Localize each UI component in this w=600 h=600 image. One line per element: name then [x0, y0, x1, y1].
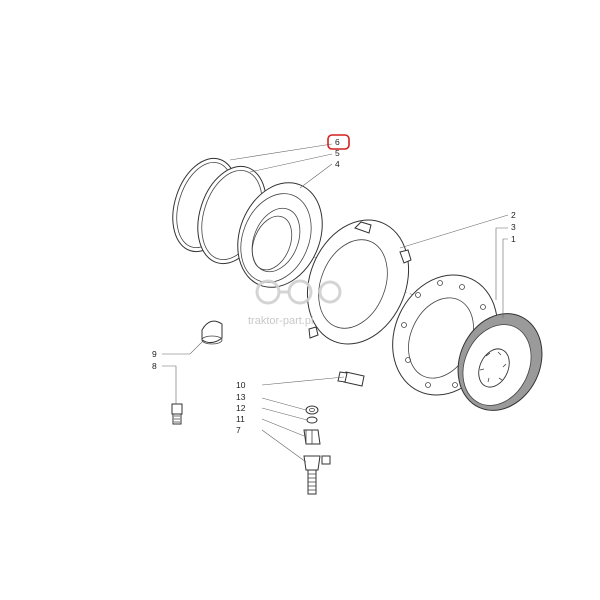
- part-13-washer: [305, 405, 319, 415]
- callout-9[interactable]: 9: [152, 349, 157, 359]
- leader-2: [399, 214, 509, 249]
- leader-6: [229, 143, 333, 161]
- part-10-bolt: [337, 371, 365, 387]
- part-9-cap: [201, 320, 223, 345]
- leader-12: [261, 407, 308, 421]
- part-12-washer: [306, 416, 318, 424]
- watermark-logo: [255, 279, 342, 305]
- leader-9: [162, 339, 205, 355]
- watermark-text: traktor-part.pl: [248, 315, 313, 327]
- part-8-bleed-screw: [171, 403, 183, 425]
- callout-4[interactable]: 4: [335, 159, 340, 169]
- leader-3: [495, 227, 508, 300]
- leader-5: [249, 153, 333, 173]
- callout-12[interactable]: 12: [236, 403, 246, 413]
- part-4-piston: [237, 182, 323, 288]
- part-1-friction-disc: [457, 313, 543, 411]
- callout-10[interactable]: 10: [236, 380, 246, 390]
- leader-7: [261, 429, 307, 463]
- leader-13: [261, 397, 307, 411]
- callout-2[interactable]: 2: [511, 210, 516, 220]
- leader-4: [299, 163, 333, 189]
- highlight-box: [327, 134, 350, 150]
- leader-11: [261, 418, 305, 437]
- callout-7[interactable]: 7: [236, 425, 241, 435]
- callout-1[interactable]: 1: [511, 234, 516, 244]
- callout-6[interactable]: 6: [335, 137, 340, 147]
- callout-3[interactable]: 3: [511, 222, 516, 232]
- part-11-nut: [303, 429, 321, 445]
- callout-8[interactable]: 8: [152, 361, 157, 371]
- leader-1: [502, 238, 508, 318]
- leader-8: [162, 365, 177, 404]
- part-2-separator-plate: [306, 219, 412, 345]
- callout-11[interactable]: 11: [236, 414, 245, 424]
- callout-5[interactable]: 5: [335, 148, 340, 158]
- callout-13[interactable]: 13: [236, 392, 246, 402]
- leader-10: [261, 376, 345, 386]
- part-7-stud: [303, 455, 331, 495]
